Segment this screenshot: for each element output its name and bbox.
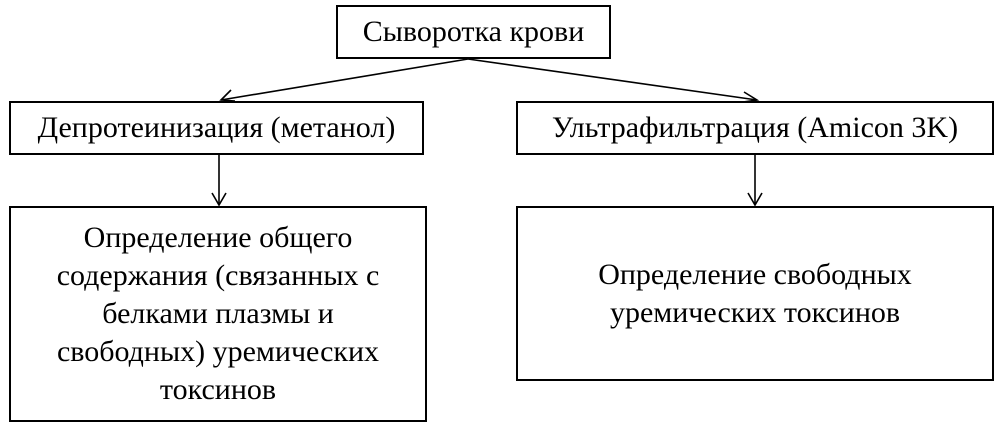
arrow-root-to-left <box>220 58 469 101</box>
node-deproteinization-label: Депротеинизация (метанол) <box>37 111 396 144</box>
node-ultrafiltration-label: Ультрафильтрация (Amicon 3K) <box>551 111 959 144</box>
arrowhead-right-down <box>747 192 763 207</box>
node-total-toxins-label: Определение общего содержания (связанных… <box>56 221 380 406</box>
node-total-toxins: Определение общего содержания (связанных… <box>9 206 427 422</box>
node-deproteinization: Депротеинизация (метанол) <box>9 101 424 155</box>
arrow-root-to-right <box>467 58 758 101</box>
node-ultrafiltration: Ультрафильтрация (Amicon 3K) <box>516 101 994 155</box>
node-serum: Сыворотка крови <box>336 5 611 59</box>
node-free-toxins: Определение свободных уремических токсин… <box>516 206 994 381</box>
arrowhead-root-to-left <box>219 89 236 102</box>
arrowhead-left-down <box>211 192 227 207</box>
node-serum-label: Сыворотка крови <box>362 15 585 48</box>
node-free-toxins-label: Определение свободных уремических токсин… <box>598 257 912 329</box>
